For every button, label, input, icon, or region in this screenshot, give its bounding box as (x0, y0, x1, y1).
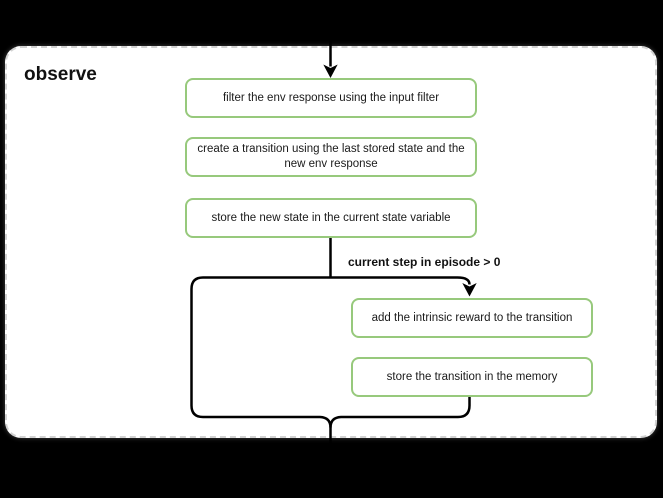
cluster-title: observe (24, 64, 97, 85)
flow-node-filter-env-response: filter the env response using the input … (185, 78, 477, 118)
flow-node-create-transition: create a transition using the last store… (185, 137, 477, 177)
node-label: store the new state in the current state… (211, 211, 451, 224)
node-label: filter the env response using the input … (222, 91, 440, 104)
flow-node-store-transition: store the transition in the memory (351, 357, 593, 397)
branch-condition-label: current step in episode > 0 (348, 255, 501, 269)
node-label: store the transition in the memory (386, 370, 558, 383)
node-label: create a transition using the last store… (197, 143, 465, 170)
flow-node-add-intrinsic-reward: add the intrinsic reward to the transiti… (351, 298, 593, 338)
flow-node-store-new-state: store the new state in the current state… (185, 198, 477, 238)
node-label: add the intrinsic reward to the transiti… (371, 311, 573, 324)
